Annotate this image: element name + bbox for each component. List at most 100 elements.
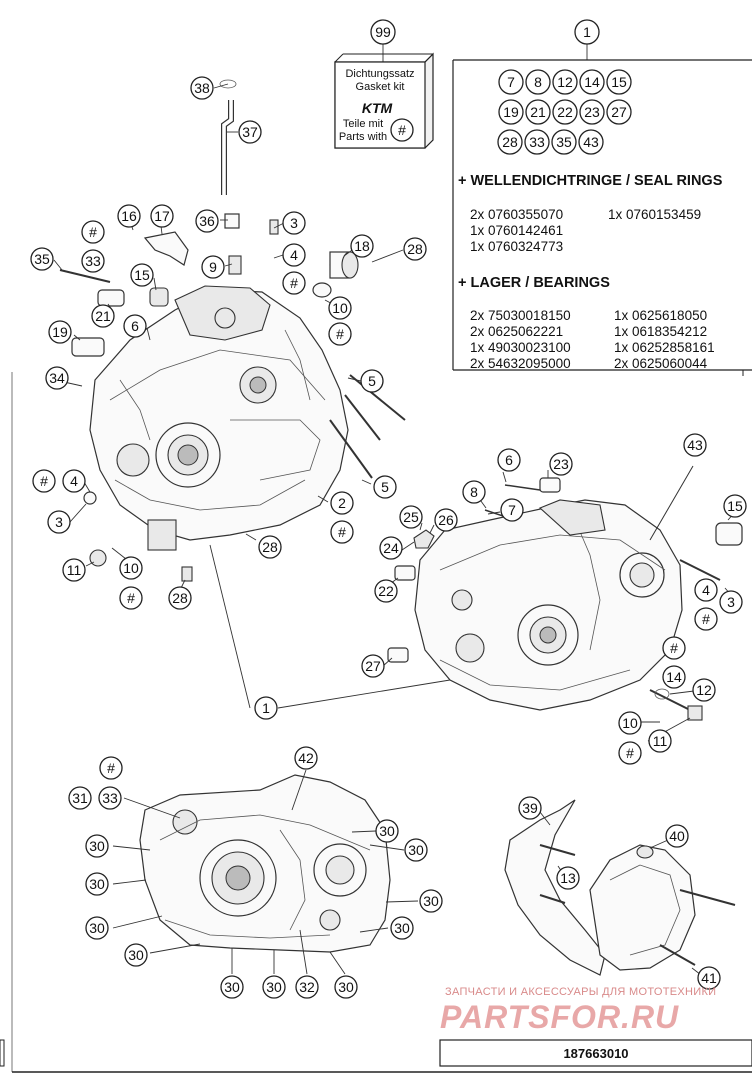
kit-part-callout[interactable]: 28	[497, 129, 523, 155]
kit-part-callout[interactable]: 22	[552, 99, 578, 125]
kit-part-callout[interactable]: 27	[606, 99, 632, 125]
callout-c27[interactable]: 27	[361, 654, 385, 678]
callout-c30d[interactable]: 30	[124, 943, 148, 967]
bearing-left-3: 2x 54632095000	[470, 356, 571, 371]
callout-c15b[interactable]: 15	[723, 494, 747, 518]
bolts-left	[59, 219, 406, 582]
breather-tube	[219, 79, 242, 275]
callout-c30a[interactable]: 30	[85, 834, 109, 858]
callout-c30b[interactable]: 30	[85, 872, 109, 896]
callout-c2[interactable]: 2	[330, 491, 354, 515]
callout-c3b[interactable]: 3	[47, 510, 71, 534]
callout-h14[interactable]: #	[662, 636, 686, 660]
kit-part-callout[interactable]: 12	[552, 69, 578, 95]
callout-c6a[interactable]: 6	[123, 314, 147, 338]
callout-h10c[interactable]: #	[618, 741, 642, 765]
kit-part-callout[interactable]: 8	[525, 69, 551, 95]
callout-c21[interactable]: 21	[91, 304, 115, 328]
bracket-17	[143, 231, 189, 266]
callout-h4b[interactable]: #	[32, 469, 56, 493]
callout-c26[interactable]: 26	[434, 508, 458, 532]
callout-c5b[interactable]: 5	[373, 475, 397, 499]
callout-h2[interactable]: #	[330, 520, 354, 544]
callout-c11b[interactable]: 11	[648, 729, 672, 753]
callout-c13[interactable]: 13	[556, 866, 580, 890]
callout-99[interactable]: 99	[370, 19, 396, 45]
callout-h4a[interactable]: #	[282, 271, 306, 295]
callout-c19[interactable]: 19	[48, 320, 72, 344]
callout-c6b[interactable]: 6	[497, 448, 521, 472]
callout-c3a[interactable]: 3	[282, 211, 306, 235]
callout-c38[interactable]: 38	[190, 76, 214, 100]
callout-c37[interactable]: 37	[238, 120, 262, 144]
kit-part-callout[interactable]: 14	[579, 69, 605, 95]
callout-c30j[interactable]: 30	[419, 889, 443, 913]
kit-part-callout[interactable]: 43	[578, 129, 604, 155]
callout-c28b[interactable]: 28	[258, 535, 282, 559]
callout-c14[interactable]: 14	[662, 665, 686, 689]
callout-c8[interactable]: 8	[462, 480, 486, 504]
kit-part-callout[interactable]: 35	[551, 129, 577, 155]
callout-h10b[interactable]: #	[119, 586, 143, 610]
callout-h33a[interactable]: #	[81, 220, 105, 244]
callout-c35[interactable]: 35	[30, 247, 54, 271]
callout-c30g[interactable]: 30	[334, 975, 358, 999]
callout-c18[interactable]: 18	[350, 234, 374, 258]
callout-c39[interactable]: 39	[518, 796, 542, 820]
callout-c10a[interactable]: 10	[328, 296, 352, 320]
callout-c15a[interactable]: 15	[130, 263, 154, 287]
callout-c36[interactable]: 36	[195, 209, 219, 233]
callout-c1b[interactable]: 1	[254, 696, 278, 720]
callout-c4a[interactable]: 4	[282, 243, 306, 267]
svg-text:30: 30	[394, 920, 410, 936]
callout-c30e[interactable]: 30	[220, 975, 244, 999]
callout-c41[interactable]: 41	[697, 966, 721, 990]
callout-c10b[interactable]: 10	[119, 556, 143, 580]
kit-part-callout[interactable]: 19	[498, 99, 524, 125]
callout-1-kit[interactable]: 1	[574, 19, 600, 45]
svg-text:14: 14	[666, 669, 682, 685]
callout-c22[interactable]: 22	[374, 579, 398, 603]
callout-c23[interactable]: 23	[549, 452, 573, 476]
kit-part-callout[interactable]: 7	[498, 69, 524, 95]
bearing-right-2: 1x 06252858161	[614, 340, 715, 355]
callout-c24[interactable]: 24	[379, 536, 403, 560]
kit-part-callout[interactable]: 15	[606, 69, 632, 95]
kit-part-callout[interactable]: 23	[579, 99, 605, 125]
callout-h4c[interactable]: #	[694, 607, 718, 631]
kit-part-callout[interactable]: 21	[525, 99, 551, 125]
callout-h33b[interactable]: #	[99, 756, 123, 780]
callout-c16[interactable]: 16	[117, 204, 141, 228]
callout-c32[interactable]: 32	[295, 975, 319, 999]
callout-c31[interactable]: 31	[68, 786, 92, 810]
callout-c30i[interactable]: 30	[404, 838, 428, 862]
svg-text:5: 5	[368, 373, 376, 389]
callout-c28a[interactable]: 28	[403, 237, 427, 261]
callout-c12[interactable]: 12	[692, 678, 716, 702]
callout-c33b[interactable]: 33	[98, 786, 122, 810]
callout-c3c[interactable]: 3	[719, 590, 743, 614]
callout-c11a[interactable]: 11	[62, 558, 86, 582]
callout-c30k[interactable]: 30	[390, 916, 414, 940]
callout-c43[interactable]: 43	[683, 433, 707, 457]
callout-h10a[interactable]: #	[328, 322, 352, 346]
callout-c4b[interactable]: 4	[62, 469, 86, 493]
callout-c7[interactable]: 7	[500, 498, 524, 522]
callout-c28c[interactable]: 28	[168, 586, 192, 610]
svg-text:9: 9	[209, 259, 217, 275]
callout-c33a[interactable]: 33	[81, 249, 105, 273]
callout-c34[interactable]: 34	[45, 366, 69, 390]
callout-c30h[interactable]: 30	[375, 819, 399, 843]
kit-part-callout[interactable]: 33	[524, 129, 550, 155]
callout-c17[interactable]: 17	[150, 204, 174, 228]
callout-c9[interactable]: 9	[201, 255, 225, 279]
callout-c30f[interactable]: 30	[262, 975, 286, 999]
callout-c30c[interactable]: 30	[85, 916, 109, 940]
svg-text:15: 15	[727, 498, 743, 514]
callout-c10c[interactable]: 10	[618, 711, 642, 735]
callout-c25[interactable]: 25	[399, 505, 423, 529]
callout-c5a[interactable]: 5	[360, 369, 384, 393]
callout-c42[interactable]: 42	[294, 746, 318, 770]
callout-c4c[interactable]: 4	[694, 578, 718, 602]
callout-c40[interactable]: 40	[665, 824, 689, 848]
